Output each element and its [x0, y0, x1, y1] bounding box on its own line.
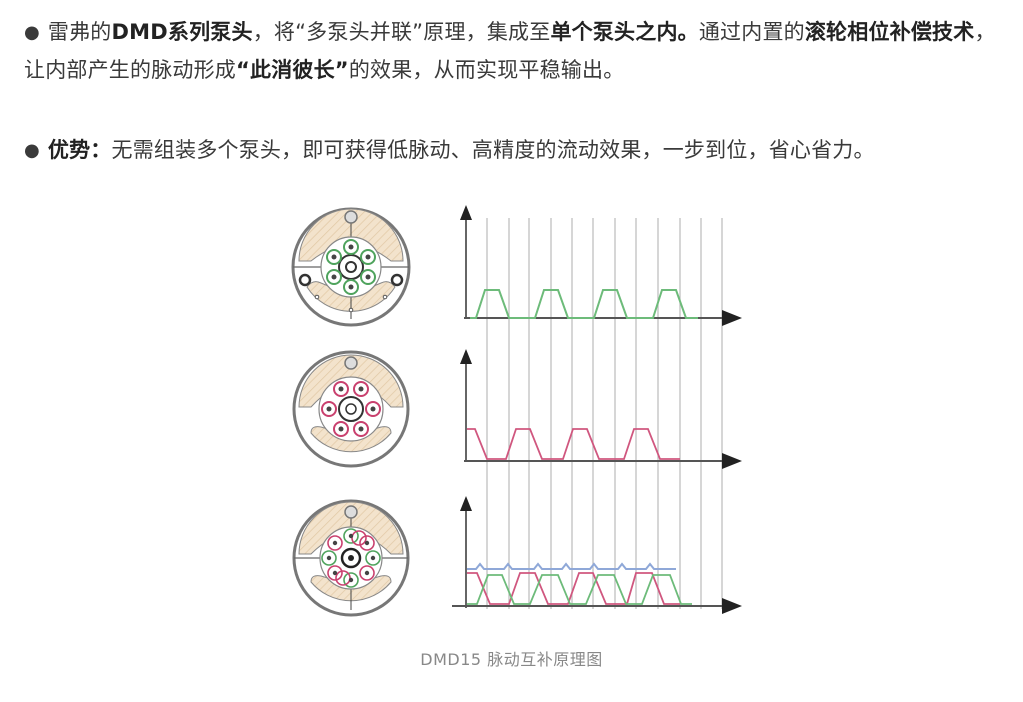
pump-head-pink — [292, 350, 410, 468]
bold-text-offset-effect: “此消彼长” — [236, 58, 349, 82]
paragraph-dmd-principle: ● 雷弗的DMD系列泵头，将“多泵头并联”原理，集成至单个泵头之内。通过内置的滚轮… — [24, 14, 1014, 88]
waveform-chart-combined — [452, 496, 742, 614]
pulse-compensation-figure — [280, 196, 760, 626]
pump-head-green — [291, 207, 411, 327]
bullet-icon: ● — [24, 22, 40, 43]
figure-diagram — [291, 205, 742, 617]
text-segment: 的效果，从而实现平稳输出。 — [348, 58, 625, 82]
phase-grid-lines — [486, 218, 723, 609]
paragraph-advantage: ● 优势：无需组装多个泵头，即可获得低脉动、高精度的流动效果，一步到位，省心省力。 — [24, 132, 1014, 170]
text-segment: ，让内部产生的脉动形成 — [24, 20, 996, 82]
advantage-label: 优势： — [47, 138, 112, 162]
text-segment: 通过内置的 — [698, 20, 805, 44]
bold-text-single-head: 单个泵头之内。 — [550, 20, 699, 44]
waveform-chart-pink — [460, 349, 742, 469]
waveform-chart-green — [460, 205, 742, 326]
bullet-icon: ● — [24, 140, 40, 161]
bold-text-phase-compensation: 滚轮相位补偿技术 — [804, 20, 975, 44]
text-segment: ，将“多泵头并联”原理，集成至 — [252, 20, 551, 44]
bold-text-dmd-series: DMD系列泵头 — [111, 20, 253, 44]
figure-caption: DMD15 脉动互补原理图 — [420, 650, 603, 669]
text-segment: 雷弗的 — [47, 20, 112, 44]
pump-head-combined — [292, 499, 410, 617]
advantage-text: 无需组装多个泵头，即可获得低脉动、高精度的流动效果，一步到位，省心省力。 — [111, 138, 875, 162]
